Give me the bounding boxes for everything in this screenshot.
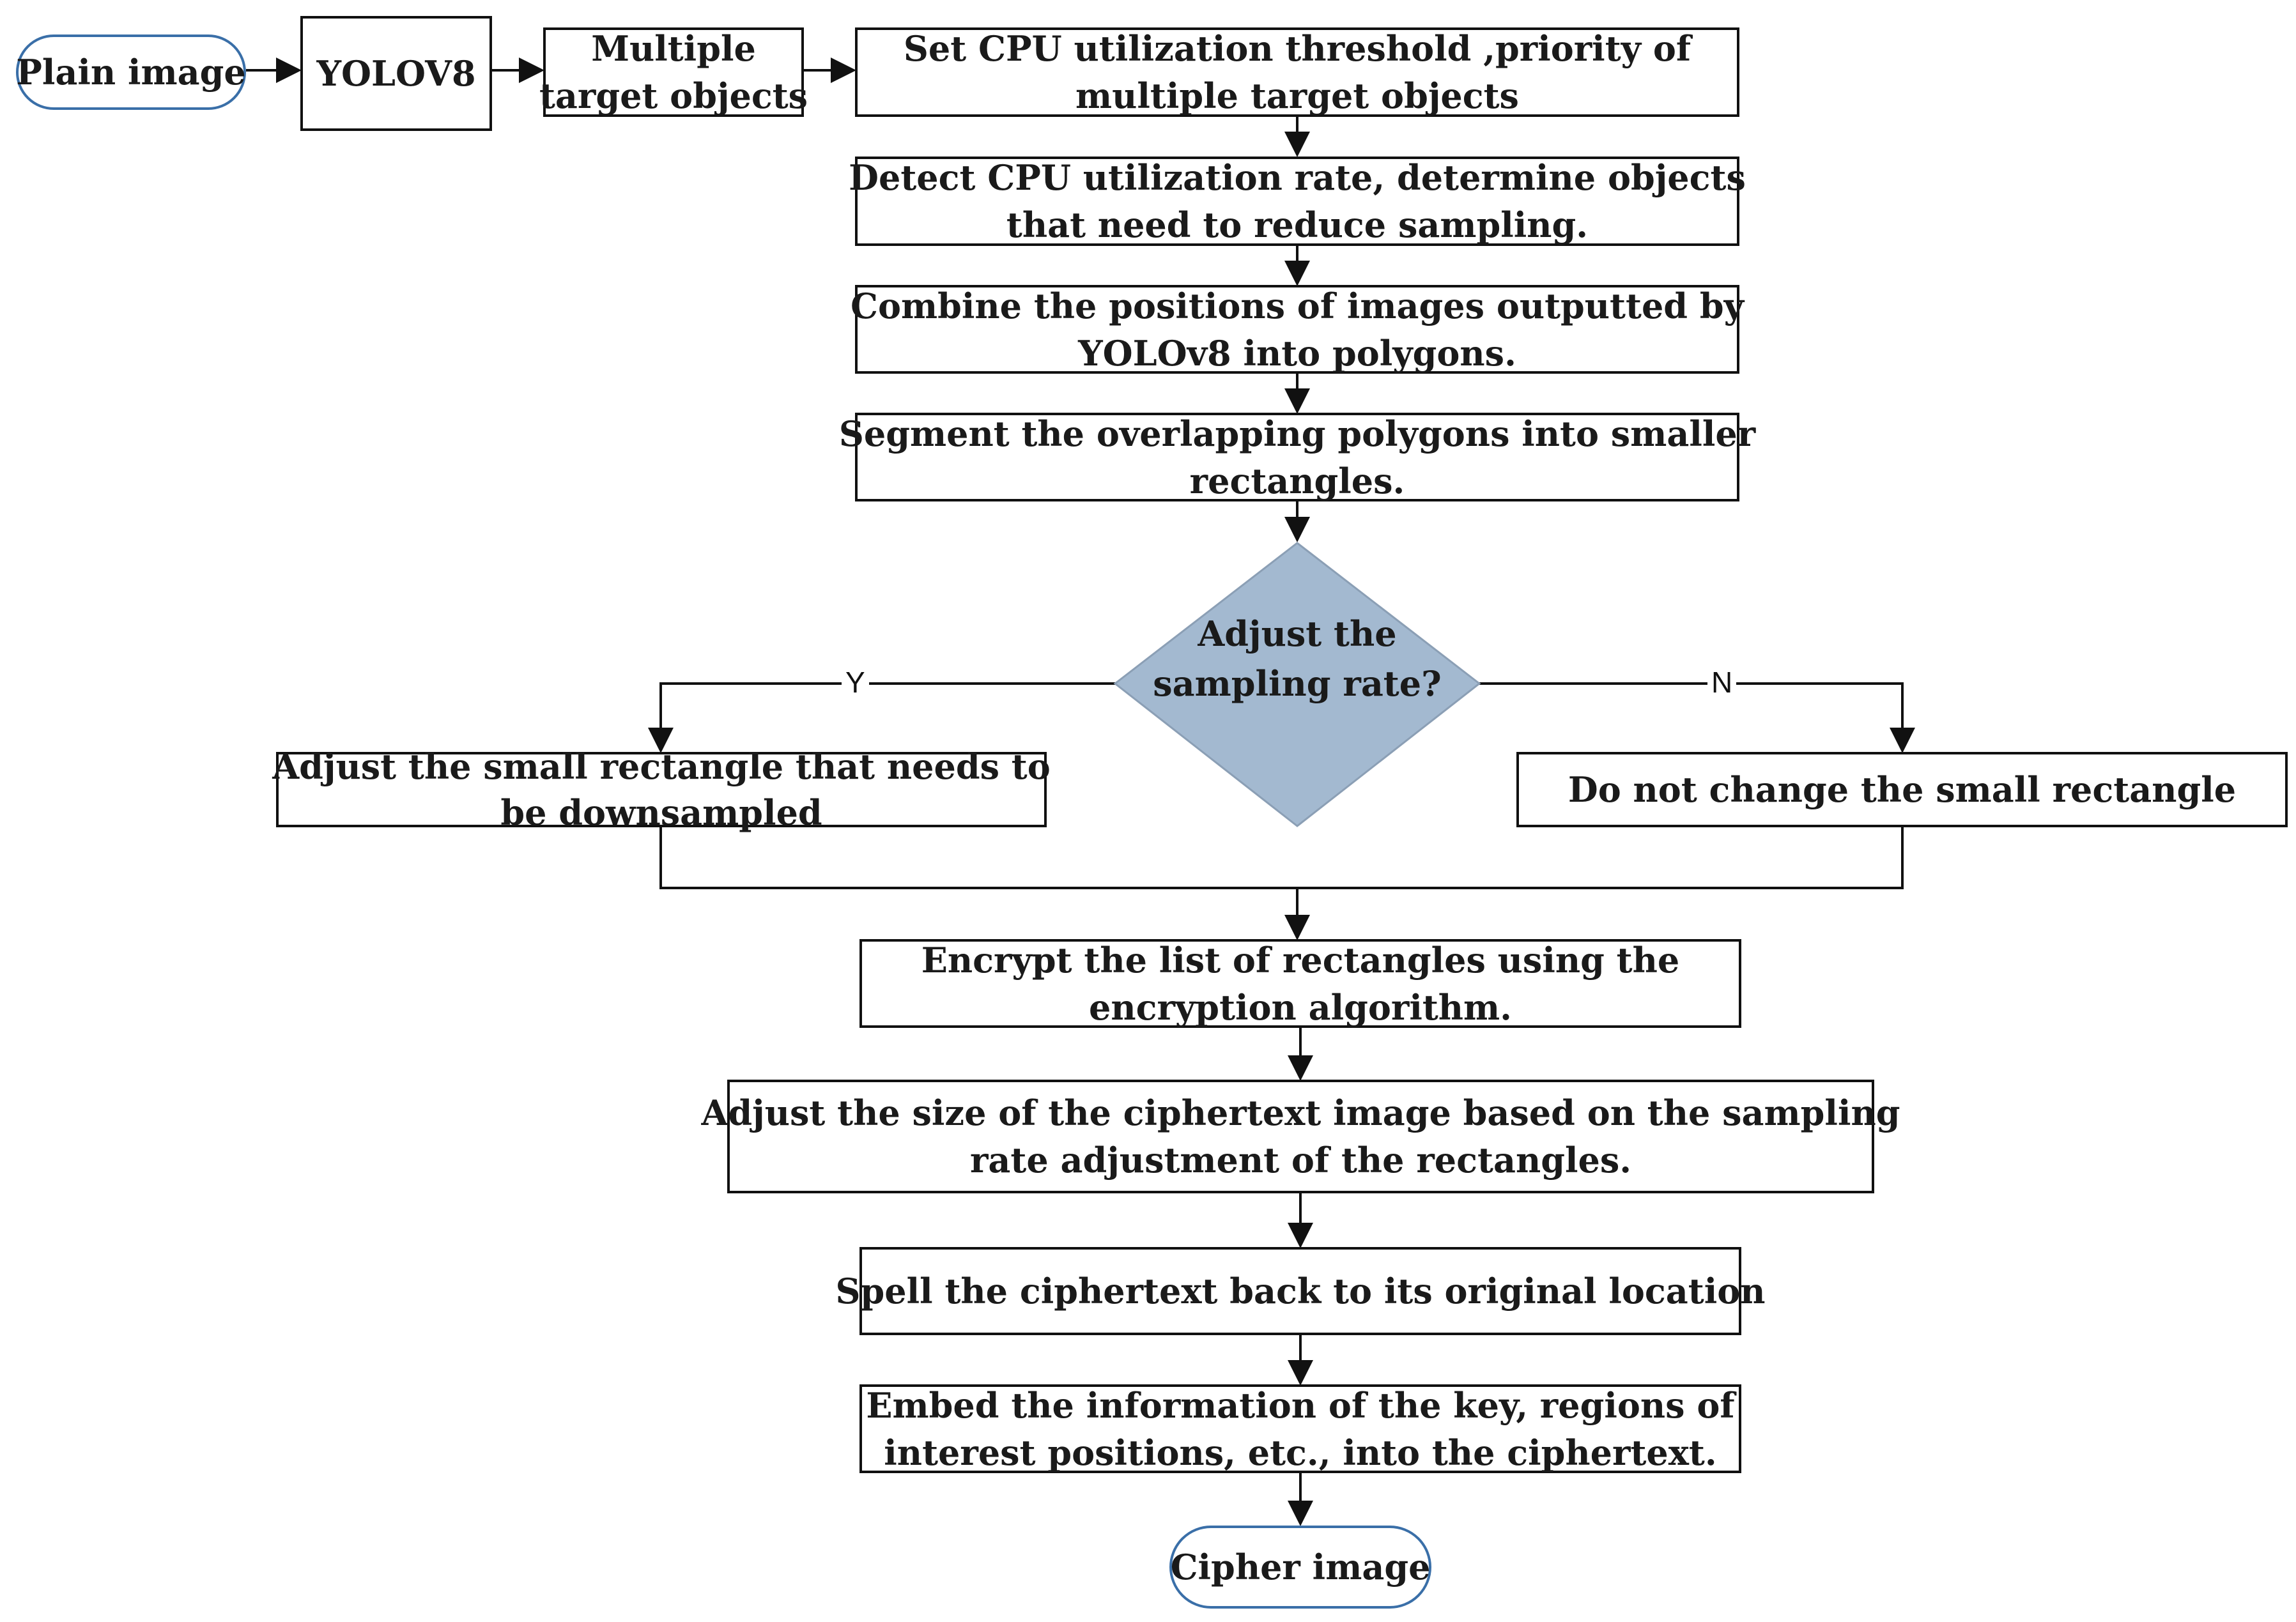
spell-back-box: Spell the ciphertext back to its origina… — [836, 1247, 1765, 1335]
multiple-targets-box: Multiple target objects — [539, 27, 808, 117]
combine-positions-line2: YOLOv8 into polygons. — [1078, 332, 1516, 374]
branch-yes-label: Y — [842, 665, 869, 700]
set-threshold-line2: multiple target objects — [1075, 75, 1519, 116]
multiple-targets-line1: Multiple — [591, 28, 756, 69]
segment-polygons-box: Segment the overlapping polygons into sm… — [839, 413, 1755, 501]
cipher-image-terminal: Cipher image — [1169, 1526, 1431, 1609]
encrypt-list-line2: encryption algorithm. — [1088, 986, 1512, 1028]
encrypt-list-box: Encrypt the list of rectangles using the… — [859, 939, 1741, 1028]
adjust-small-rect-line1: Adjust the small rectangle that needs to — [272, 746, 1051, 787]
adjust-size-line1: Adjust the size of the ciphertext image … — [701, 1092, 1900, 1133]
yolov8-box: YOLOV8 — [300, 16, 492, 131]
adjust-small-rect-box: Adjust the small rectangle that needs to… — [272, 746, 1050, 833]
decision-label: Adjust the sampling rate? — [1137, 609, 1457, 708]
combine-positions-line1: Combine the positions of images outputte… — [851, 285, 1744, 326]
no-change-box: Do not change the small rectangle — [1516, 752, 2288, 827]
segment-polygons-line1: Segment the overlapping polygons into sm… — [838, 413, 1756, 454]
embed-info-box: Embed the information of the key, region… — [859, 1384, 1741, 1473]
detect-cpu-line2: that need to reduce sampling. — [1006, 204, 1589, 245]
plain-image-terminal: Plain image — [16, 34, 246, 110]
set-threshold-line1: Set CPU utilization threshold ,priority … — [903, 28, 1691, 69]
adjust-size-box: Adjust the size of the ciphertext image … — [702, 1080, 1900, 1193]
set-threshold-box: Set CPU utilization threshold ,priority … — [855, 27, 1739, 117]
encrypt-list-line1: Encrypt the list of rectangles using the — [921, 939, 1680, 981]
plain-image-label: Plain image — [16, 52, 246, 93]
decision-line1: Adjust the — [1198, 613, 1397, 654]
decision-line2: sampling rate? — [1153, 663, 1442, 704]
branch-no-label: N — [1707, 665, 1737, 700]
detect-cpu-line1: Detect CPU utilization rate, determine o… — [849, 157, 1746, 198]
decision-diamond — [1113, 542, 1481, 827]
no-change-label: Do not change the small rectangle — [1568, 769, 2237, 810]
spell-back-label: Spell the ciphertext back to its origina… — [835, 1271, 1766, 1312]
yolov8-label: YOLOV8 — [316, 53, 476, 94]
merge-line — [659, 827, 1904, 889]
cipher-image-label: Cipher image — [1170, 1547, 1431, 1588]
segment-polygons-line2: rectangles. — [1189, 460, 1405, 501]
combine-positions-box: Combine the positions of images outputte… — [851, 285, 1744, 374]
arrow-decision-no — [1479, 682, 1915, 753]
arrow-decision-yes — [648, 682, 1115, 753]
multiple-targets-line2: target objects — [539, 75, 808, 116]
adjust-size-line2: rate adjustment of the rectangles. — [969, 1140, 1632, 1181]
detect-cpu-box: Detect CPU utilization rate, determine o… — [849, 157, 1746, 246]
embed-info-line1: Embed the information of the key, region… — [866, 1384, 1735, 1426]
embed-info-line2: interest positions, etc., into the ciphe… — [884, 1432, 1717, 1473]
adjust-small-rect-line2: be downsampled — [500, 792, 822, 833]
